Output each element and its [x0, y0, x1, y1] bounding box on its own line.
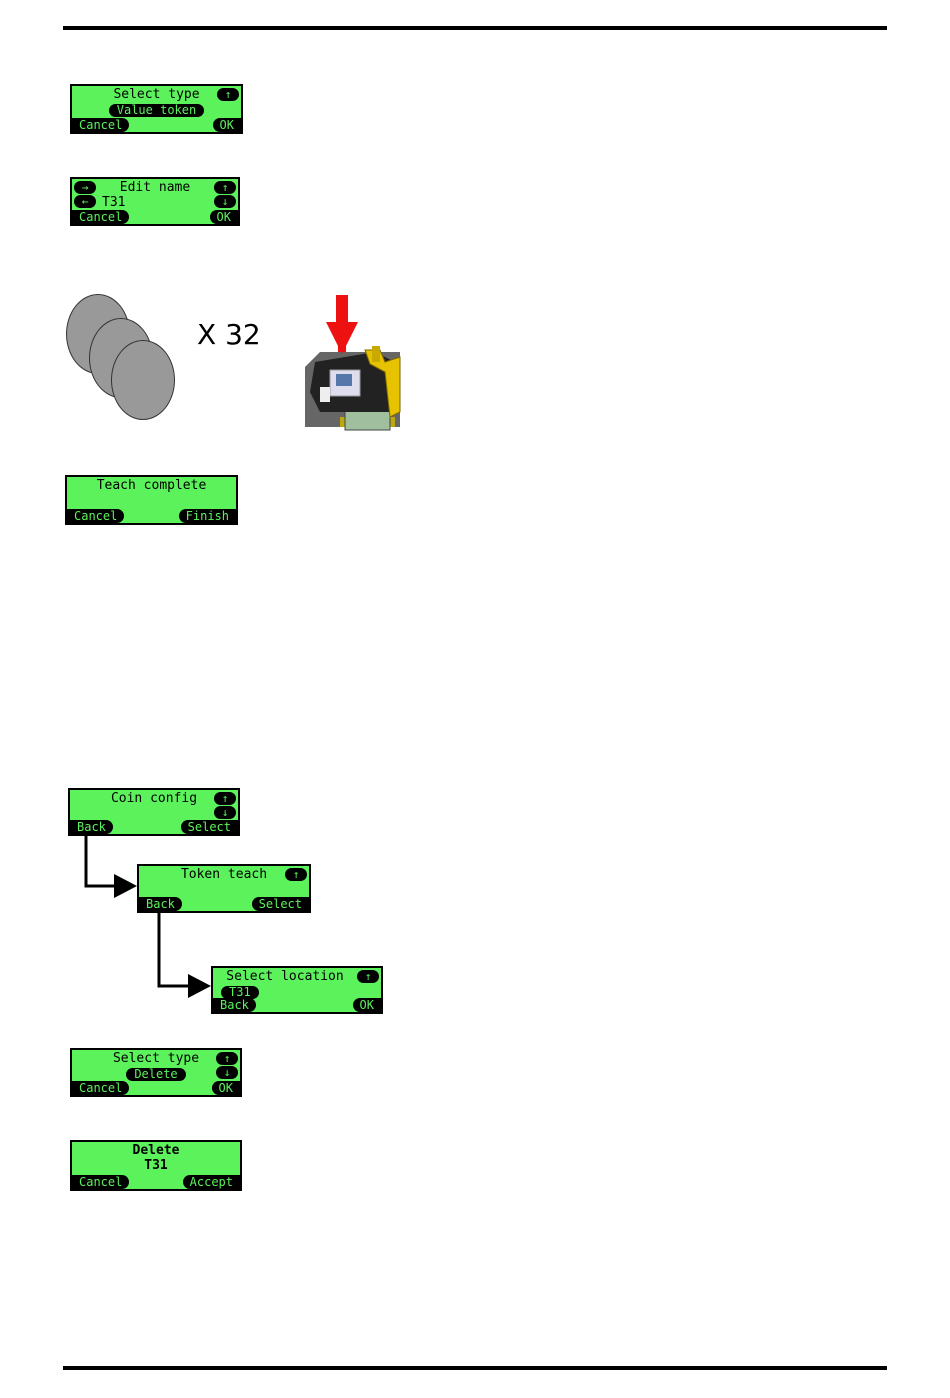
lcd-title: Delete [72, 1143, 240, 1158]
back-softkey[interactable]: Back [139, 897, 182, 911]
arrow-up-icon[interactable]: ↑ [285, 868, 307, 881]
lcd-title: Select type [72, 1051, 240, 1066]
accept-softkey[interactable]: Accept [183, 1175, 240, 1189]
select-softkey[interactable]: Select [252, 897, 309, 911]
token-name: T31 [72, 1158, 240, 1173]
lcd-token-teach: Token teach ↑ Back Select [137, 864, 311, 913]
lcd-title: Token teach [139, 867, 309, 882]
lcd-option[interactable]: Delete [126, 1068, 185, 1081]
arrow-down-icon[interactable]: ↓ [216, 1066, 238, 1079]
arrow-up-icon[interactable]: ↑ [357, 970, 379, 983]
ok-softkey[interactable]: OK [212, 1081, 240, 1095]
arrow-up-icon[interactable]: ↑ [216, 1052, 238, 1065]
cancel-softkey[interactable]: Cancel [72, 1175, 129, 1189]
lcd-title: Select location [213, 969, 357, 984]
back-softkey[interactable]: Back [213, 998, 256, 1012]
ok-softkey[interactable]: OK [353, 998, 381, 1012]
cancel-softkey[interactable]: Cancel [72, 1081, 129, 1095]
lcd-delete-confirm: Delete T31 Cancel Accept [70, 1140, 242, 1191]
lcd-select-type-delete: Select type ↑ Delete ↓ Cancel OK [70, 1048, 242, 1097]
lcd-select-location: Select location ↑ T31 Back OK [211, 966, 383, 1014]
bottom-rule [63, 1366, 887, 1370]
